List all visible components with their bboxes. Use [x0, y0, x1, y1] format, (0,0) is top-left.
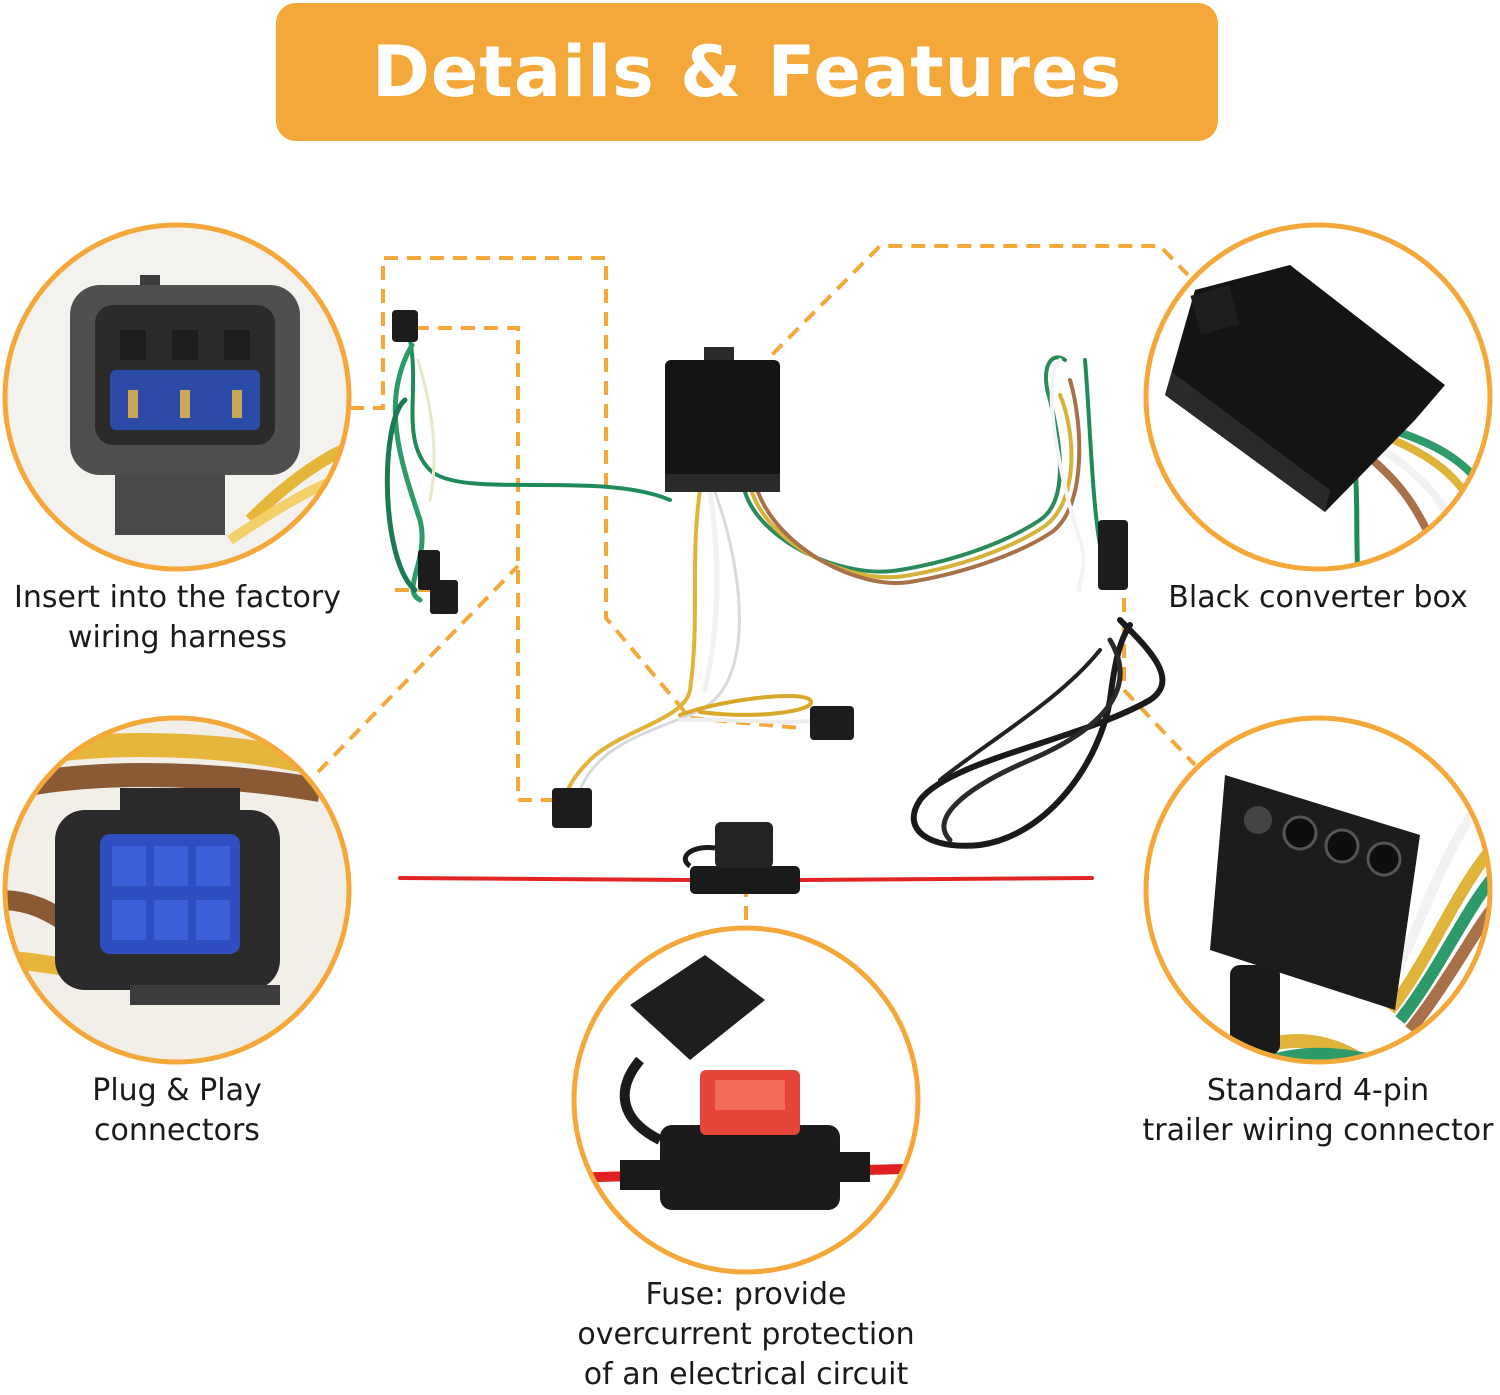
callout-lines	[316, 244, 1197, 928]
caption-four-pin: Standard 4-pin trailer wiring connector	[1138, 1071, 1498, 1151]
caption-line: Black converter box	[1168, 580, 1468, 615]
caption-fuse: Fuse: provide overcurrent protection of …	[546, 1275, 946, 1395]
caption-line: connectors	[94, 1113, 260, 1148]
harness-connectors	[392, 310, 1128, 828]
caption-line: Insert into the factory	[14, 580, 341, 615]
converter-box-photo	[665, 347, 780, 492]
caption-line: wiring harness	[67, 620, 288, 655]
wiring-kit	[384, 338, 1166, 882]
blue-connector-closeup	[2, 715, 352, 1065]
inline-fuse-photo	[682, 822, 800, 894]
caption-plug-play: Plug & Play connectors	[27, 1071, 327, 1151]
black-converter-box-closeup	[1143, 222, 1493, 572]
four-pin-flat-connector-closeup	[1143, 715, 1493, 1065]
caption-line: of an electrical circuit	[583, 1357, 909, 1392]
page-title: Details & Features	[371, 31, 1123, 113]
caption-factory-harness: Insert into the factory wiring harness	[0, 578, 355, 658]
six-pin-connector-closeup	[2, 222, 352, 572]
caption-line: overcurrent protection	[577, 1317, 915, 1352]
caption-line: Plug & Play	[92, 1073, 262, 1108]
title-banner: Details & Features	[276, 3, 1218, 141]
caption-line: Standard 4-pin	[1206, 1073, 1430, 1108]
caption-line: trailer wiring connector	[1142, 1113, 1494, 1148]
inline-fuse-holder-closeup	[571, 925, 921, 1275]
caption-line: Fuse: provide	[645, 1277, 847, 1312]
caption-converter-box: Black converter box	[1148, 578, 1488, 618]
